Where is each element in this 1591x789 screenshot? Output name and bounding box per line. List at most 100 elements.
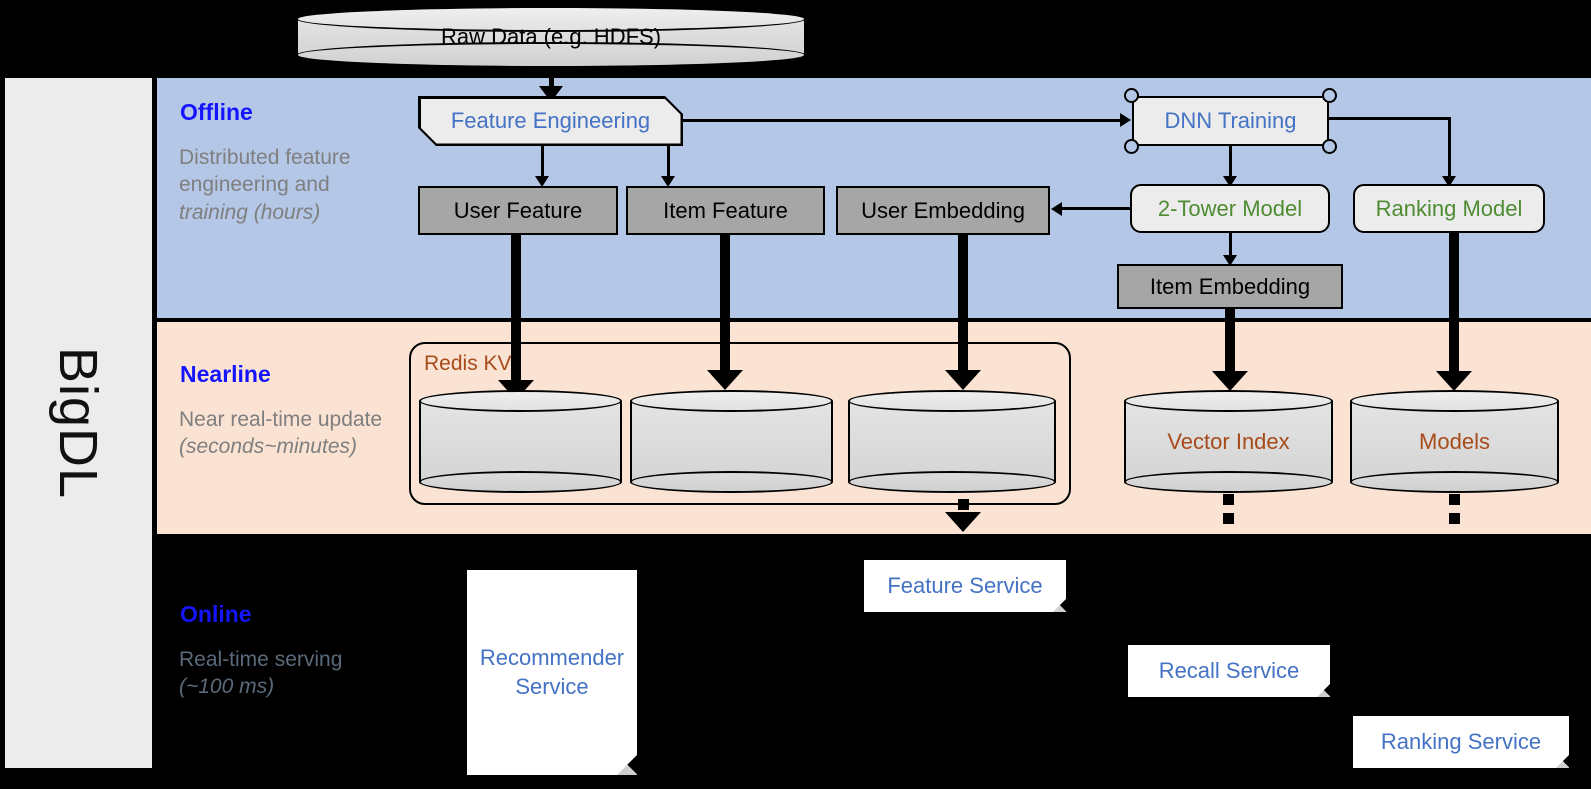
dashed-edge-feature-service-dot <box>958 499 969 510</box>
band-title-nearline: Nearline <box>180 361 271 387</box>
dashed-edge-feature-service-arrow <box>945 512 981 532</box>
pipe-itemembedding-arrow <box>1212 371 1248 391</box>
band-subtitle-nearline: Near real-time update (seconds~minutes) <box>179 406 394 461</box>
node-item-feature-label: Item Feature <box>663 197 788 223</box>
recommender-service-line2: Service <box>515 673 589 699</box>
node-vector-index-label: Vector Index <box>1167 428 1290 454</box>
cylinder-bottom <box>296 42 806 68</box>
pipe-rankingmodel-arrow <box>1436 371 1472 391</box>
edge-dnn-ranking-arrow <box>1442 176 1456 187</box>
edge-fe-dnn-arrow <box>1120 113 1131 127</box>
pipe-rankingmodel <box>1449 233 1459 379</box>
node-feature-service-label: Feature Service <box>887 572 1043 598</box>
bigdl-brand-text: BigDL <box>48 346 109 500</box>
cylinder-bottom <box>419 471 622 493</box>
cylinder-top <box>1124 390 1333 412</box>
edge-fe-itemfeature-arrow <box>661 176 675 187</box>
nearline-subtitle-italic: (seconds~minutes) <box>179 435 357 459</box>
node-user-feature[interactable]: User Feature <box>418 186 618 235</box>
dashed-edge-vector-index-dot <box>1223 494 1234 505</box>
node-redis-cylinder-user-embedding[interactable] <box>848 390 1056 493</box>
node-ranking-service[interactable]: Ranking Service <box>1353 716 1569 768</box>
edge-twotower-itemembedding <box>1229 233 1232 259</box>
pipe-itemfeature <box>720 235 730 378</box>
edge-fe-dnn <box>683 119 1123 122</box>
group-redis-kv-label: Redis KV <box>424 352 512 375</box>
node-two-tower-model[interactable]: 2-Tower Model <box>1130 184 1330 233</box>
node-two-tower-model-label: 2-Tower Model <box>1157 195 1303 221</box>
node-vector-index[interactable]: Vector Index <box>1124 390 1333 493</box>
cylinder-top <box>419 390 622 412</box>
dashed-edge-models-dot <box>1449 494 1460 505</box>
node-redis-cylinder-item-feature[interactable] <box>630 390 833 493</box>
cylinder-body <box>1350 401 1559 482</box>
cylinder-body <box>419 401 622 482</box>
node-user-embedding-label: User Embedding <box>861 197 1025 223</box>
cylinder-body <box>630 401 833 482</box>
pipe-itemembedding <box>1225 309 1235 379</box>
node-item-embedding[interactable]: Item Embedding <box>1117 264 1343 309</box>
pipe-userembedding <box>958 235 968 378</box>
cylinder-top <box>848 390 1056 412</box>
node-user-feature-label: User Feature <box>453 197 583 223</box>
cylinder-top <box>1350 390 1559 412</box>
cylinder-bottom <box>1124 471 1333 493</box>
node-recall-service[interactable]: Recall Service <box>1128 645 1330 697</box>
cylinder-bottom <box>848 471 1056 493</box>
node-dnn-training[interactable]: DNN Training <box>1124 88 1337 154</box>
node-ranking-model-label: Ranking Model <box>1375 195 1523 221</box>
bracket-notch-icon <box>1322 88 1337 103</box>
edge-twotower-itemembedding-arrow <box>1223 255 1237 266</box>
node-dnn-training-label: DNN Training <box>1132 96 1329 146</box>
recommender-service-line1: Recommender <box>479 645 625 671</box>
node-recommender-service-label: Recommender Service <box>467 570 637 775</box>
pipe-userfeature <box>511 235 521 388</box>
bracket-notch-icon <box>1124 88 1139 103</box>
edge-fe-userfeature-arrow <box>535 176 549 187</box>
cylinder-bottom <box>1350 471 1559 493</box>
band-subtitle-online: Real-time serving (~100 ms) <box>179 646 394 701</box>
edge-twotower-userembedding-arrow <box>1051 202 1062 216</box>
band-subtitle-offline: Distributed feature engineering and trai… <box>179 144 394 226</box>
edge-dnn-twotower-arrow <box>1223 176 1237 187</box>
node-item-feature[interactable]: Item Feature <box>626 186 825 235</box>
node-user-embedding[interactable]: User Embedding <box>836 186 1050 235</box>
node-feature-service[interactable]: Feature Service <box>864 560 1066 612</box>
node-feature-engineering-label: Feature Engineering <box>421 99 681 144</box>
offline-subtitle-italic: training (hours) <box>179 200 321 224</box>
bigdl-brand-label: BigDL <box>5 78 152 768</box>
cylinder-top <box>630 390 833 412</box>
node-recall-service-label: Recall Service <box>1158 657 1300 683</box>
node-raw-data[interactable]: Raw Data (e.g. HDFS) <box>296 6 806 68</box>
cylinder-body <box>1124 401 1333 482</box>
bigdl-sidebar: BigDL <box>5 78 152 768</box>
offline-subtitle-plain: Distributed feature engineering and <box>179 146 351 197</box>
node-models-label: Models <box>1419 428 1490 454</box>
band-title-online: Online <box>180 601 252 627</box>
nearline-subtitle-plain: Near real-time update <box>179 408 383 431</box>
online-subtitle-plain: Real-time serving <box>179 648 343 671</box>
edge-dnn-ranking-v <box>1448 117 1451 179</box>
edge-dnn-twotower <box>1229 146 1232 179</box>
node-ranking-model[interactable]: Ranking Model <box>1353 184 1545 233</box>
edge-dnn-ranking-h <box>1329 117 1450 120</box>
node-item-embedding-label: Item Embedding <box>1149 273 1311 299</box>
cylinder-bottom <box>630 471 833 493</box>
cylinder-body <box>848 401 1056 482</box>
edge-fe-itemfeature <box>667 146 670 179</box>
node-feature-engineering[interactable]: Feature Engineering <box>418 96 683 146</box>
group-redis-kv <box>409 342 1071 505</box>
dashed-edge-models-dot <box>1449 513 1460 524</box>
edge-fe-userfeature <box>541 146 544 179</box>
node-raw-data-label: Raw Data (e.g. HDFS) <box>440 24 662 49</box>
node-models[interactable]: Models <box>1350 390 1559 493</box>
edge-rawdata-fe <box>549 68 554 90</box>
node-recommender-service[interactable]: Recommender Service <box>467 570 637 775</box>
pipe-userembedding-arrow <box>945 370 981 390</box>
online-subtitle-italic: (~100 ms) <box>179 675 275 699</box>
pipe-itemfeature-arrow <box>707 370 743 390</box>
band-title-offline: Offline <box>180 99 253 125</box>
node-redis-cylinder-user-feature[interactable] <box>419 390 622 493</box>
dashed-edge-vector-index-dot <box>1223 513 1234 524</box>
